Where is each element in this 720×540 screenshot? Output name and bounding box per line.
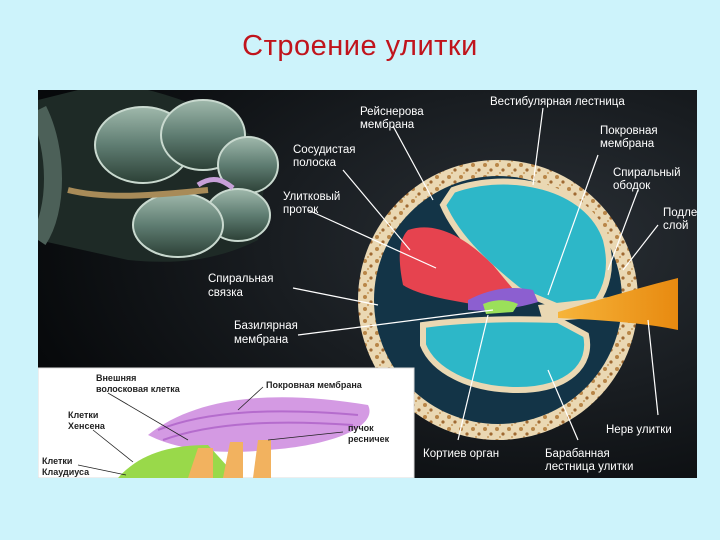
hensen-label-2: Хенсена — [68, 421, 106, 431]
stria-label-1: Сосудистая — [293, 144, 355, 156]
corti-label: Кортиев орган — [423, 448, 499, 460]
spiral-limbus-label-1: Спиральный — [613, 167, 681, 179]
claudius-label-1: Клетки — [42, 456, 72, 466]
sub-layer-label-2: слой — [663, 220, 688, 232]
spiral-ligament-label-2: связка — [208, 287, 244, 299]
claudius-label-2: Клаудиуса — [42, 467, 90, 477]
basilar-label-1: Базилярная — [234, 320, 298, 332]
spiral-limbus-label-2: ободок — [613, 180, 651, 192]
cochlea-figure: Рейснерова мембрана Вестибулярная лестни… — [38, 90, 697, 478]
bundle-label-1: пучок — [348, 423, 374, 433]
duct-label-1: Улитковый — [283, 191, 340, 203]
tectorial-label-2: мембрана — [600, 138, 655, 150]
sub-layer-label-1: Подле — [663, 207, 697, 219]
duct-label-2: проток — [283, 204, 319, 216]
spiral-ligament-label-1: Спиральная — [208, 273, 273, 285]
tympani-label-2: лестница улитки — [545, 461, 633, 473]
tympani-label-1: Барабанная — [545, 448, 610, 460]
outer-hair-cell-label-2: волосковая клетка — [96, 384, 181, 394]
stria-label-2: полоска — [293, 157, 337, 169]
reissner-label-2: мембрана — [360, 119, 415, 131]
reissner-label-1: Рейснерова — [360, 106, 424, 118]
outer-hair-cell-label-1: Внешняя — [96, 373, 136, 383]
hensen-label-1: Клетки — [68, 410, 98, 420]
tectorial-label-1: Покровная — [600, 125, 658, 137]
bundle-label-2: ресничек — [348, 434, 390, 444]
slide-title: Строение улитки — [0, 30, 720, 63]
inset-tectorial-label: Покровная мембрана — [266, 380, 363, 390]
vestibular-label: Вестибулярная лестница — [490, 96, 625, 108]
nerve-label: Нерв улитки — [606, 424, 672, 436]
basilar-label-2: мембрана — [234, 334, 289, 346]
